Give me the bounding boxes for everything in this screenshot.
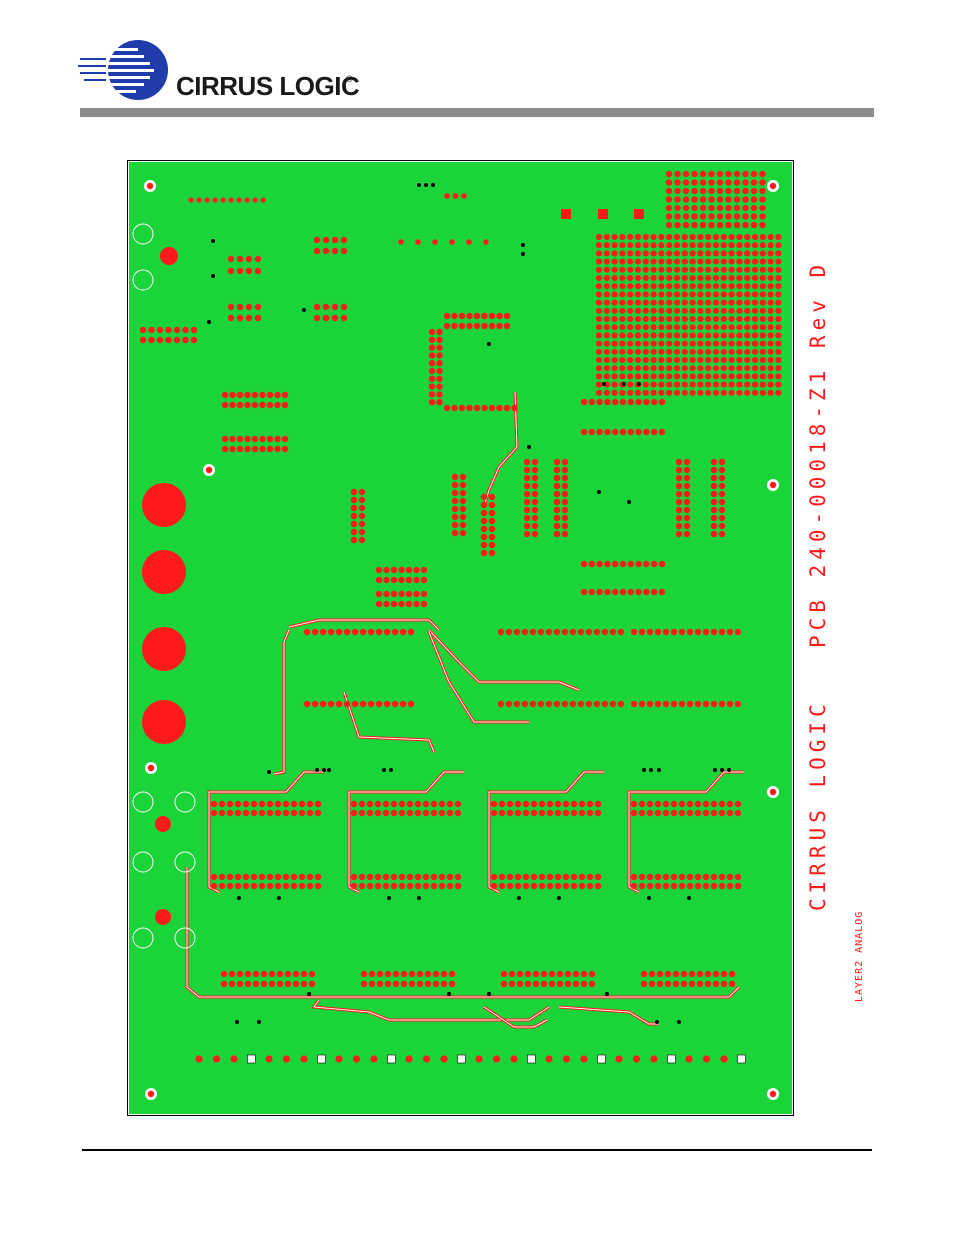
footer-rule	[82, 1149, 872, 1151]
svg-text:CIRRUS LOGIC: CIRRUS LOGIC	[176, 71, 360, 101]
layer-name-label: LAYER2 ANALOG	[854, 911, 865, 1002]
pcb-artwork	[129, 162, 792, 1114]
pcb-board	[129, 162, 792, 1114]
board-brand-label: CIRRUS LOGIC	[806, 699, 830, 911]
pcb-part-number-label: PCB 240-00018-Z1 Rev D	[806, 260, 830, 648]
copper-traces	[187, 392, 744, 1027]
svg-text:®: ®	[346, 74, 353, 84]
cirrus-logic-logo: CIRRUS LOGIC ®	[78, 38, 368, 108]
header-rule	[80, 108, 874, 117]
component-pads	[140, 171, 782, 1063]
pcb-figure-frame	[127, 160, 794, 1116]
